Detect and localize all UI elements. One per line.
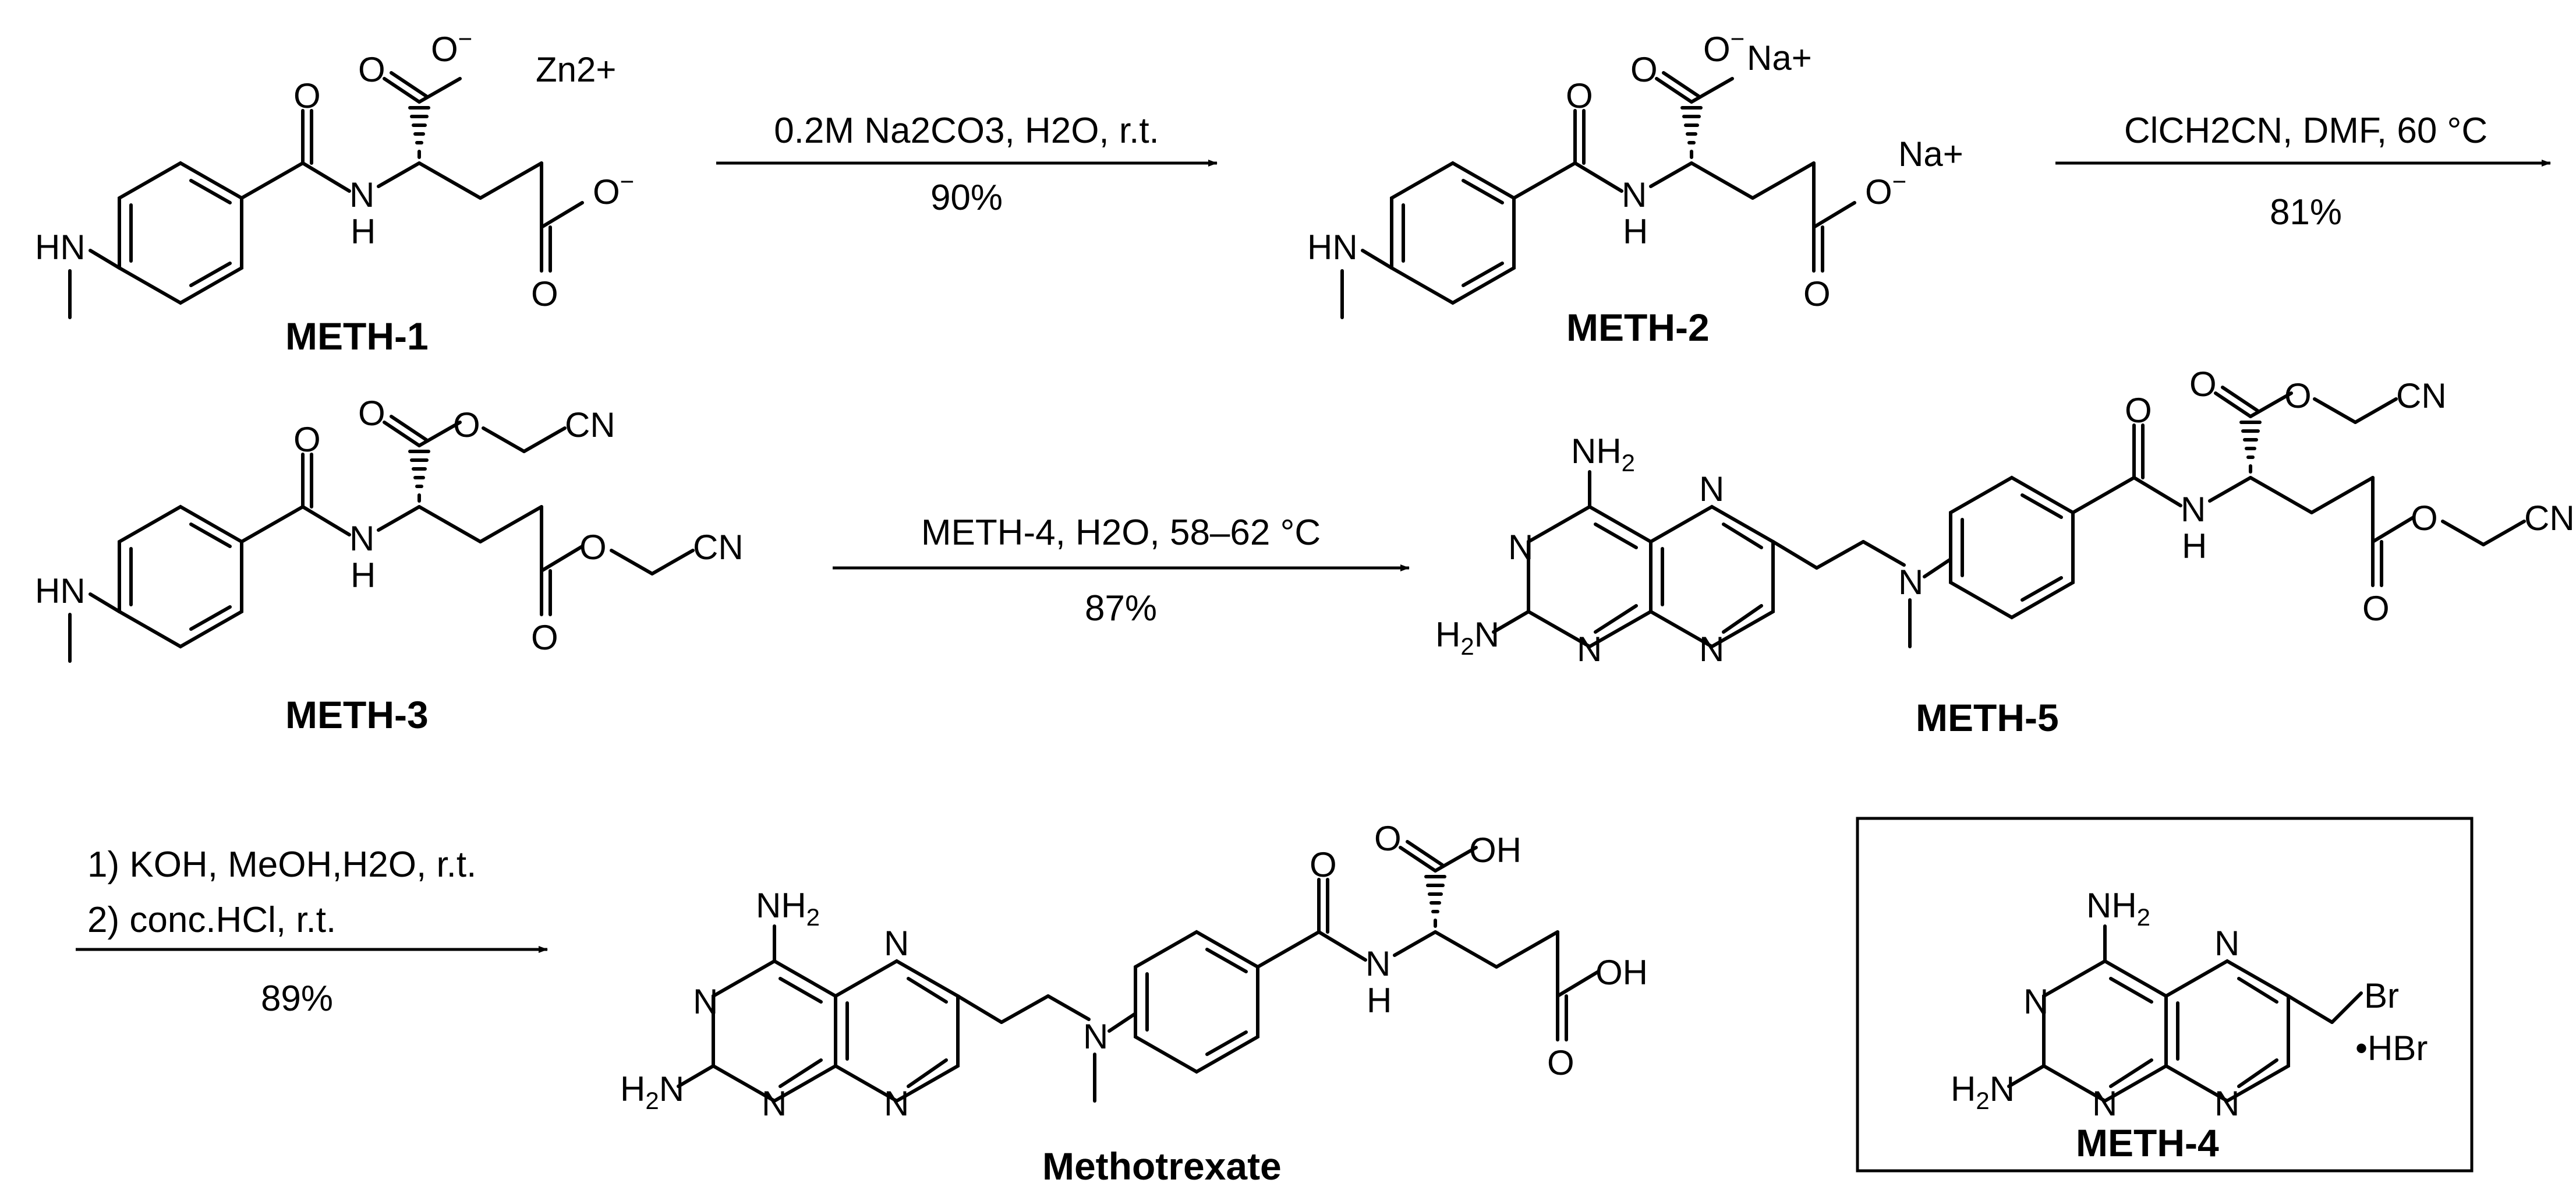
reagents-step2: ClCH2CN, DMF, 60 °C	[2124, 111, 2487, 151]
svg-text:OH: OH	[1595, 953, 1648, 992]
counterion-na-2: Na+	[1898, 135, 1963, 174]
yield-step4: 89%	[261, 979, 333, 1019]
compound-meth1: O− O− HN	[35, 25, 634, 319]
counterion-zn: Zn2+	[536, 50, 616, 89]
compound-meth4: Br •HBr	[1951, 886, 2428, 1123]
svg-text:CN: CN	[2524, 499, 2575, 538]
svg-text:CN: CN	[693, 528, 744, 567]
compound-meth2: O− O− HN	[1307, 25, 1906, 319]
compound-methotrexate: N OH OH	[620, 819, 1648, 1123]
svg-text:O−: O−	[431, 25, 472, 69]
svg-text:O−: O−	[593, 168, 634, 211]
svg-text:O: O	[2284, 376, 2312, 415]
reagents-step4-line1: 1) KOH, MeOH,H2O, r.t.	[87, 845, 476, 885]
svg-text:O−: O−	[1703, 25, 1745, 69]
svg-text:N: N	[1898, 563, 1923, 602]
label-meth5: METH-5	[1916, 696, 2059, 739]
label-meth1: METH-1	[285, 315, 429, 358]
label-methotrexate: Methotrexate	[1042, 1145, 1282, 1188]
compound-meth3: O CN O CN HN	[35, 394, 744, 663]
svg-text:OH: OH	[1469, 831, 1521, 870]
label-meth2: METH-2	[1566, 306, 1710, 349]
svg-text:HN: HN	[35, 571, 86, 610]
label-meth4: METH-4	[2076, 1121, 2219, 1164]
label-meth3: METH-3	[285, 693, 429, 736]
svg-text:O: O	[579, 528, 607, 567]
svg-text:O−: O−	[1865, 168, 1906, 211]
yield-step2: 81%	[2270, 192, 2342, 232]
reagents-step4-line2: 2) conc.HCl, r.t.	[87, 900, 336, 940]
svg-text:CN: CN	[2396, 376, 2447, 415]
svg-text:O: O	[2411, 499, 2438, 538]
svg-text:O: O	[453, 405, 480, 444]
yield-step1: 90%	[930, 178, 1003, 218]
svg-text:Br: Br	[2364, 976, 2399, 1015]
yield-step3: 87%	[1085, 588, 1157, 628]
compound-meth5: N O CN O CN	[1435, 365, 2575, 669]
meth4-box	[1856, 817, 2474, 1173]
counterion-na-1: Na+	[1747, 38, 1812, 77]
svg-text:HN: HN	[35, 228, 86, 267]
salt-hbr: •HBr	[2355, 1029, 2428, 1068]
svg-text:HN: HN	[1307, 228, 1358, 267]
svg-text:CN: CN	[565, 405, 615, 444]
reagents-step1: 0.2M Na2CO3, H2O, r.t.	[774, 111, 1159, 151]
svg-text:N: N	[1083, 1017, 1108, 1056]
reagents-step3: METH-4, H2O, 58–62 °C	[921, 513, 1321, 553]
